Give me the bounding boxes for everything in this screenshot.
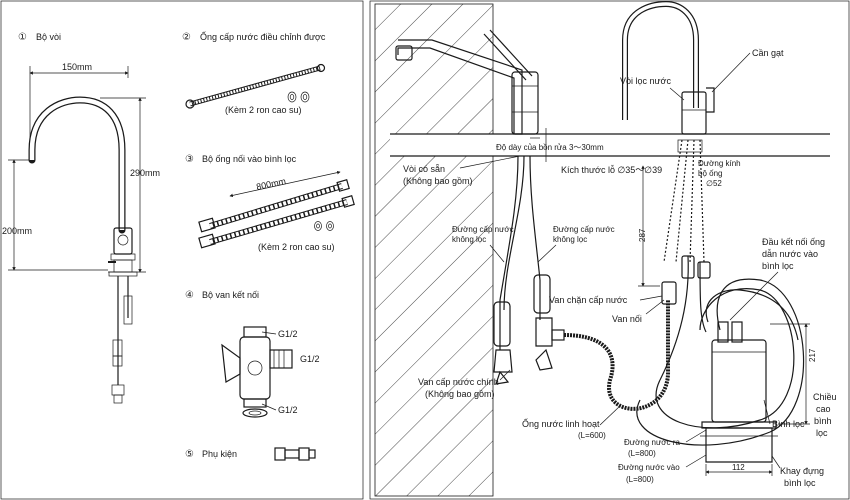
item-3-title: Bộ ống nối vào bình lọc <box>202 154 297 164</box>
item-2-number: ② <box>182 32 191 43</box>
item-5-number: ⑤ <box>185 449 194 460</box>
dim-290mm: 290mm <box>130 168 160 178</box>
parts-list: ① Bộ vòi ② Ống cấp nước điều chỉnh được … <box>18 31 326 460</box>
item-1-title: Bộ vòi <box>36 32 61 42</box>
label-filter-height-2: cao <box>816 404 831 414</box>
label-unfiltered-a-1: Đường cấp nước <box>452 225 514 234</box>
label-flex-hose: Ống nước linh hoạt <box>522 418 600 429</box>
label-filter-height-1: Chiều <box>813 392 837 402</box>
parts-panel-border <box>0 0 364 500</box>
label-tray-2: bình lọc <box>784 478 816 488</box>
item-4-title: Bộ van kết nối <box>202 290 259 300</box>
label-unfiltered-b-1: Đường cấp nước <box>553 225 615 234</box>
label-tray-1: Khay đựng <box>780 466 824 476</box>
dim-800mm: 800mm <box>255 176 286 192</box>
label-lever: Cần gạt <box>752 48 784 58</box>
label-existing-faucet-1: Vòi có sẵn <box>403 164 445 174</box>
install-panel-border <box>369 0 850 500</box>
label-existing-faucet-2: (Không bao gồm) <box>403 176 473 186</box>
dim-112: 112 <box>732 463 745 472</box>
dim-287: 287 <box>638 228 647 242</box>
label-pipe-dia-3: ∅52 <box>706 179 722 188</box>
item-5-title: Phụ kiện <box>202 449 237 459</box>
label-inlet-1: Đường nước vào <box>618 463 680 472</box>
item-4-number: ④ <box>185 290 194 301</box>
label-filter-height-4: lọc <box>816 428 828 438</box>
faucet-drawing: 150mm 290mm 200mm <box>2 62 160 404</box>
label-outlet-1: Đường nước ra <box>624 438 680 447</box>
sink-thickness-label: Độ dày của bồn rửa 3～30mm <box>496 143 604 152</box>
installation-diagram: Độ dày của bồn rửa 3～30mm <box>374 0 837 497</box>
dim-217: 217 <box>808 348 817 362</box>
label-pipe-dia-2: bộ ống <box>698 169 722 178</box>
label-shutoff-valve: Van chặn cấp nước <box>549 295 628 305</box>
label-filter-tank: Bình lọc <box>772 419 805 429</box>
label-main-valve-2: (Không bao gồm) <box>425 389 495 399</box>
item-1-number: ① <box>18 32 27 43</box>
supply-hose-drawing: (Kèm 2 ron cao su) <box>185 63 326 115</box>
valve-g-right: G1/2 <box>300 354 320 364</box>
dim-200mm: 200mm <box>2 226 32 236</box>
label-connector-1: Đầu kết nối ống <box>762 237 825 247</box>
label-filter-height-3: bình <box>814 416 832 426</box>
connection-valve-drawing: G1/2 G1/2 G1/2 <box>221 326 320 418</box>
label-unfiltered-b-2: không lọc <box>553 235 587 244</box>
gasket-note-a: (Kèm 2 ron cao su) <box>225 105 302 115</box>
filter-hose-drawing: 800mm (Kèm 2 ron cao su) <box>198 170 355 252</box>
accessory-drawing <box>274 447 316 461</box>
label-joint-valve: Van nối <box>612 314 642 324</box>
label-main-valve-1: Van cấp nước chính <box>418 377 499 387</box>
label-pipe-dia-1: Đường kính <box>698 159 741 168</box>
label-hole-size: Kích thước lỗ ∅35～∅39 <box>561 165 662 175</box>
item-3-number: ③ <box>185 154 194 165</box>
item-2-title: Ống cấp nước điều chỉnh được <box>200 31 326 42</box>
label-filter-faucet: Vòi lọc nước <box>620 76 671 86</box>
label-flex-hose-len: (L=600) <box>578 431 606 440</box>
dim-150mm: 150mm <box>62 62 92 72</box>
label-connector-3: bình lọc <box>762 261 794 271</box>
label-connector-2: dẫn nước vào <box>762 249 818 259</box>
label-unfiltered-a-2: không lọc <box>452 235 486 244</box>
label-inlet-2: (L=800) <box>626 475 654 484</box>
valve-g-bottom: G1/2 <box>278 405 298 415</box>
gasket-note-b: (Kèm 2 ron cao su) <box>258 242 335 252</box>
label-outlet-2: (L=800) <box>628 449 656 458</box>
valve-g-top: G1/2 <box>278 329 298 339</box>
wall-hatch <box>375 4 493 496</box>
